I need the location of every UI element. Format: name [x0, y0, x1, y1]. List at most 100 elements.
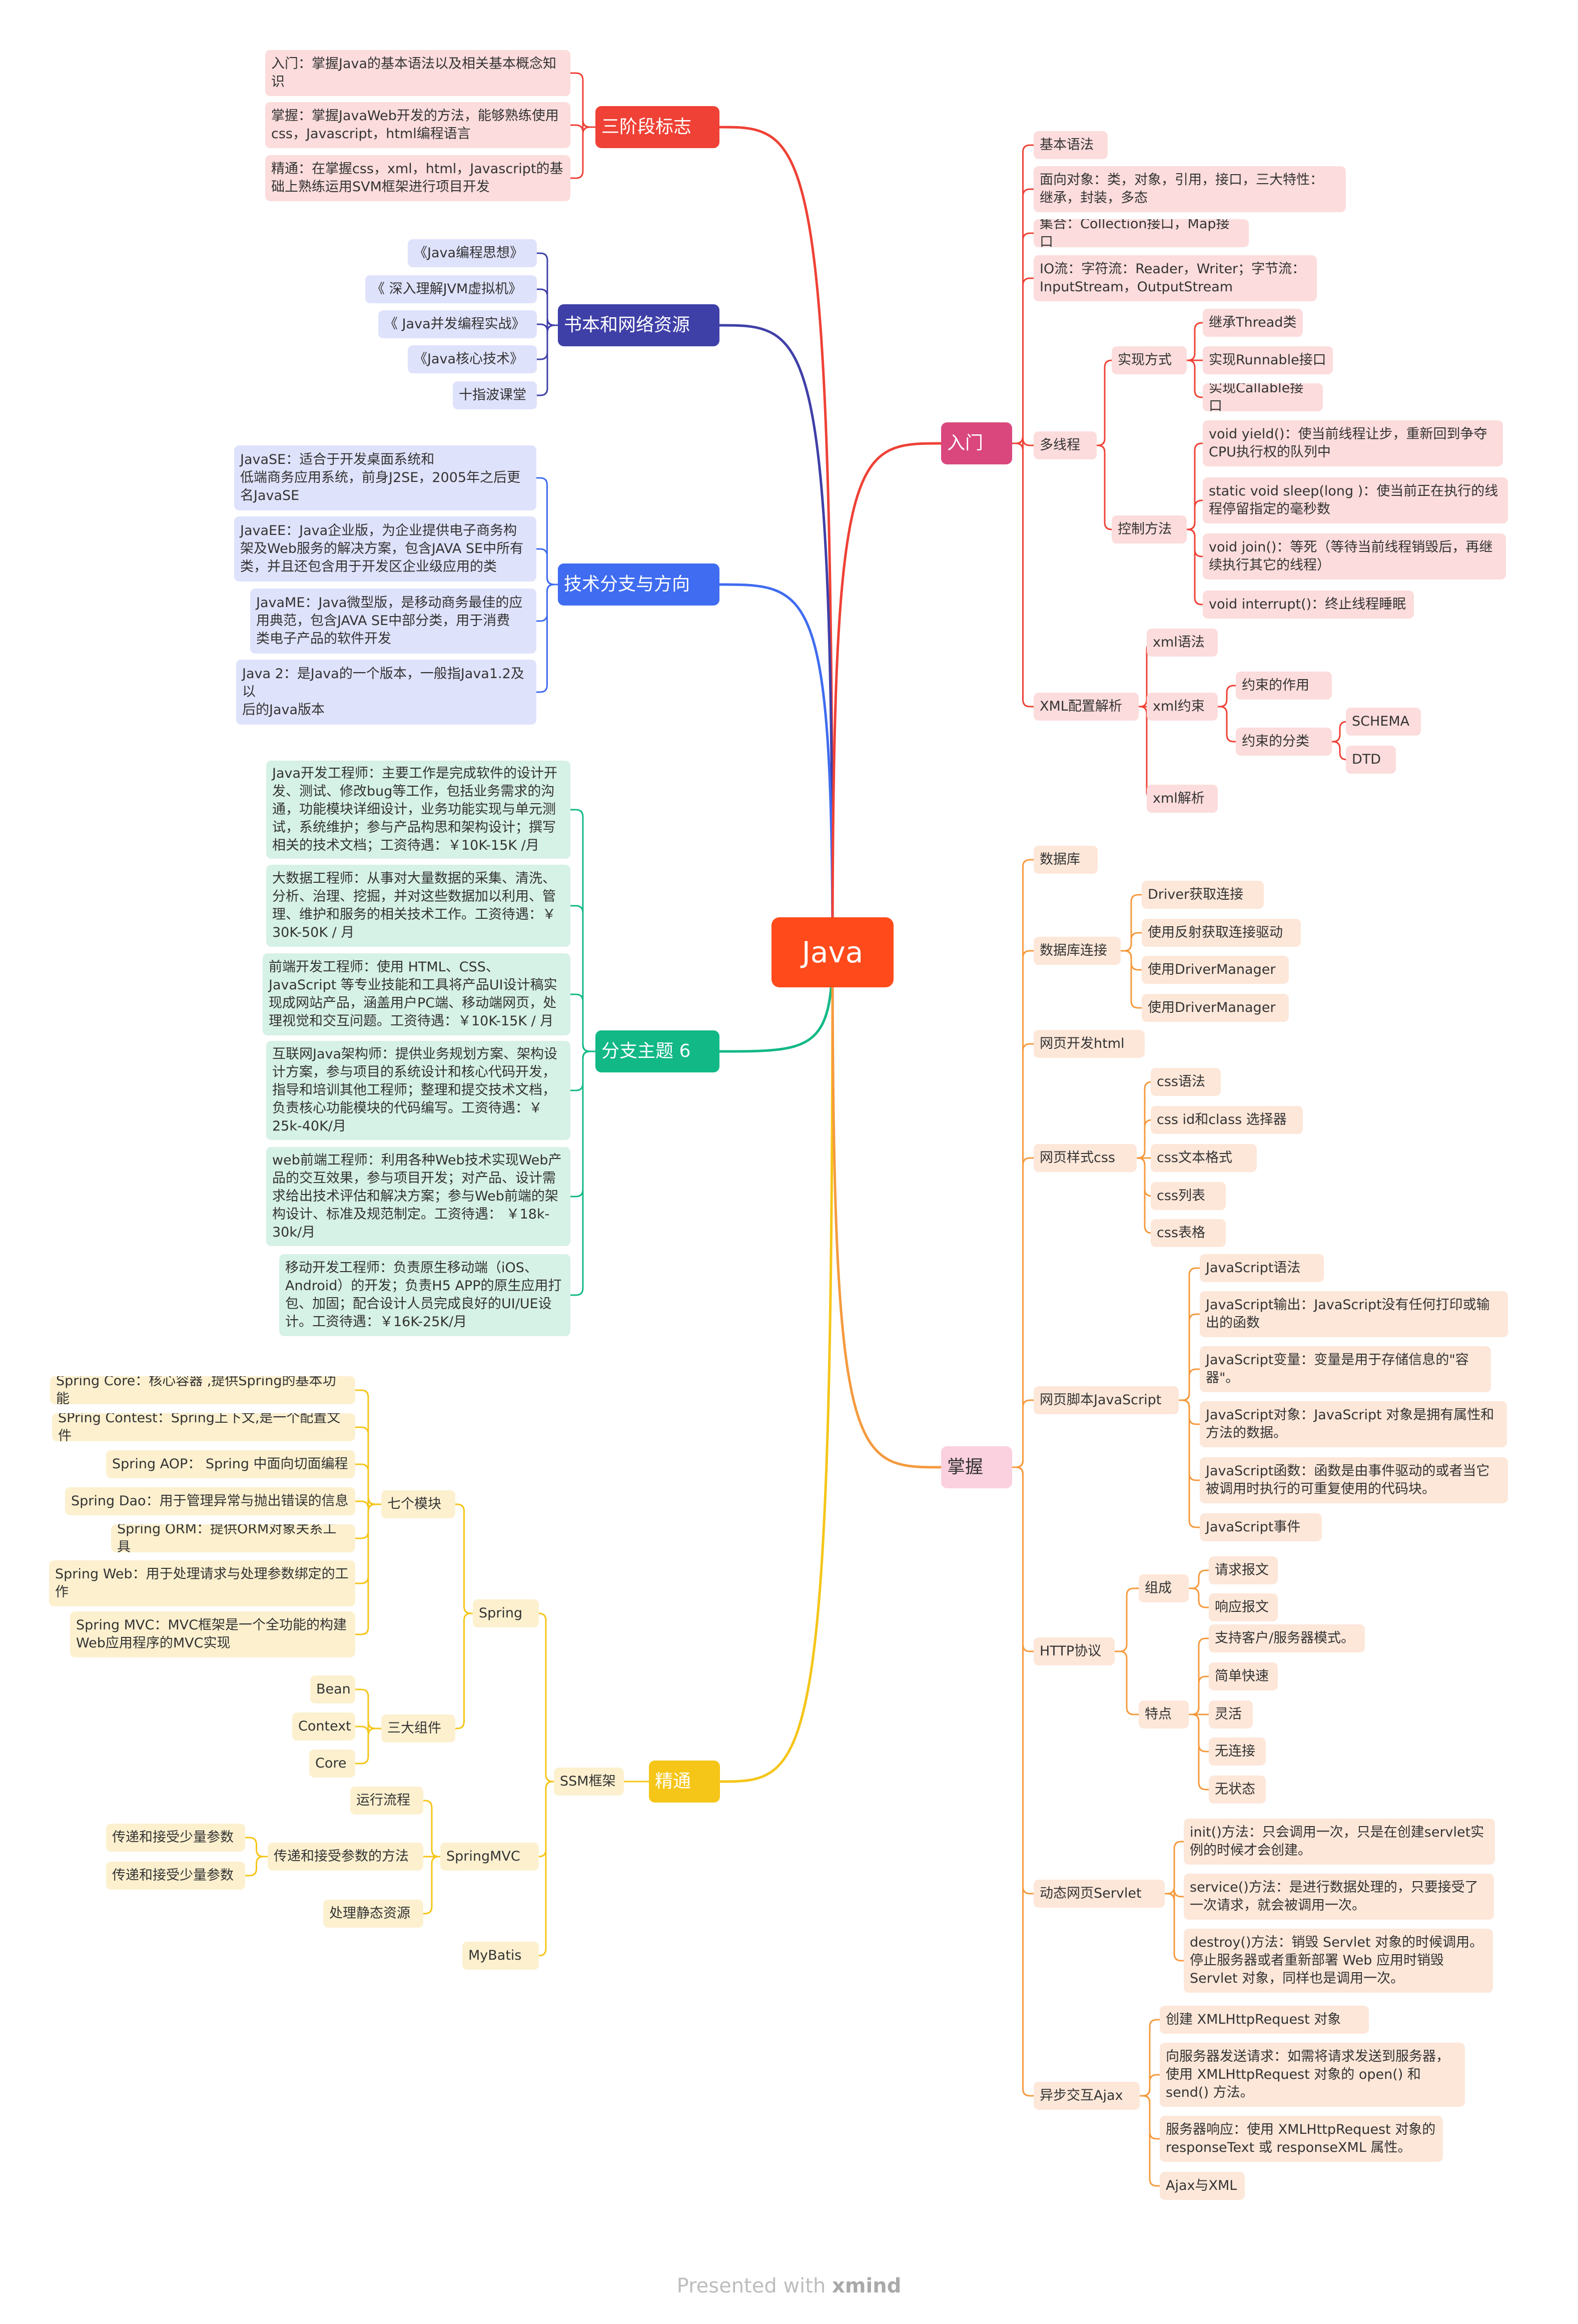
node-books-3[interactable]: 《 Java并发编程实战》	[378, 310, 537, 338]
node-sub6[interactable]: 分支主题 6	[595, 1030, 719, 1072]
node-ssm[interactable]: SSM框架	[554, 1768, 624, 1796]
node-mybatis[interactable]: MyBatis	[462, 1942, 539, 1970]
node-ajax-2[interactable]: 向服务器发送请求：如需将请求发送到服务器， 使用 XMLHttpRequest …	[1160, 2043, 1465, 2107]
node-grasp[interactable]: 掌握	[941, 1446, 1012, 1488]
node-smvc-3[interactable]: 处理静态资源	[323, 1900, 423, 1928]
node-sub6-1[interactable]: Java开发工程师：主要工作是完成软件的设计开 发、测试、修改bug等工作，包括…	[266, 761, 570, 859]
node-smvc-1[interactable]: 运行流程	[350, 1787, 423, 1815]
node-seven-2[interactable]: SPring Contest：Spring上下文,是一个配置文件	[52, 1413, 355, 1441]
node-intro-1[interactable]: 基本语法	[1034, 131, 1108, 159]
node-stage-3[interactable]: 精通：在掌握css，xml，html，Javascript的基 础上熟练运用SV…	[265, 155, 570, 201]
node-smvc-2[interactable]: 传递和接受参数的方法	[268, 1843, 423, 1871]
node-css-5[interactable]: css表格	[1151, 1219, 1226, 1247]
node-dbc-1[interactable]: Driver获取连接	[1142, 881, 1264, 909]
node-mt-impl-2[interactable]: 实现Runnable接口	[1203, 346, 1333, 374]
node-xml-1[interactable]: xml语法	[1147, 629, 1218, 657]
node-branch-3[interactable]: JavaME：Java微型版，是移动商务最佳的应 用典范，包含JAVA SE中部…	[250, 589, 536, 654]
node-xml[interactable]: XML配置解析	[1034, 693, 1139, 721]
node-branch-1[interactable]: JavaSE：适合于开发桌面系统和 低端商务应用系统，前身J2SE，2005年之…	[234, 445, 536, 510]
node-js-3[interactable]: JavaScript变量：变量是用于存储信息的"容 器"。	[1200, 1346, 1491, 1392]
node-seven-5[interactable]: Spring ORM：提供ORM对象关系工具	[111, 1524, 355, 1552]
node-books[interactable]: 书本和网络资源	[558, 304, 719, 346]
node-xml-2b2[interactable]: DTD	[1346, 746, 1396, 774]
node-http-f[interactable]: 特点	[1139, 1700, 1189, 1728]
node-mt-ctrl-4[interactable]: void interrupt()：终止线程睡眠	[1203, 591, 1414, 619]
node-mt-ctrl-3[interactable]: void join()：等死（等待当前线程销毁后，再继 续执行其它的线程）	[1203, 533, 1506, 579]
node-stage-2[interactable]: 掌握：掌握JavaWeb开发的方法，能够熟练使用 css，Javascript，…	[265, 102, 570, 148]
node-css-3[interactable]: css文本格式	[1151, 1144, 1257, 1172]
node-mt-impl[interactable]: 实现方式	[1112, 346, 1187, 374]
node-js-5[interactable]: JavaScript函数：函数是由事件驱动的或者当它 被调用时执行的可重复使用的…	[1200, 1457, 1508, 1503]
node-css-1[interactable]: css语法	[1151, 1068, 1221, 1096]
node-seven-7[interactable]: Spring MVC：MVC框架是一个全功能的构建 Web应用程序的MVC实现	[70, 1611, 355, 1657]
node-http-f3[interactable]: 灵活	[1209, 1700, 1253, 1728]
node-js-1[interactable]: JavaScript语法	[1200, 1254, 1324, 1282]
node-intro-4[interactable]: IO流：字符流：Reader，Writer；字节流： InputStream，O…	[1034, 255, 1317, 301]
node-http-c2[interactable]: 响应报文	[1209, 1593, 1278, 1621]
node-root[interactable]: Java	[771, 917, 894, 987]
node-seven-6[interactable]: Spring Web：用于处理请求与处理参数绑定的工 作	[49, 1560, 355, 1606]
node-mt-ctrl-1[interactable]: void yield()：使当前线程让步，重新回到争夺 CPU执行权的队列中	[1203, 420, 1503, 466]
node-mt-ctrl-2[interactable]: static void sleep(long )：使当前正在执行的线 程停留指定…	[1203, 477, 1508, 523]
node-http-c[interactable]: 组成	[1139, 1574, 1189, 1602]
node-http-f4[interactable]: 无连接	[1209, 1737, 1266, 1766]
node-stage-1[interactable]: 入门：掌握Java的基本语法以及相关基本概念知 识	[265, 50, 570, 96]
node-dbc-3[interactable]: 使用DriverManager	[1142, 956, 1289, 984]
node-seven-3[interactable]: Spring AOP： Spring 中面向切面编程	[106, 1450, 355, 1478]
node-three-2[interactable]: Context	[292, 1712, 355, 1740]
node-smvc-2a[interactable]: 传递和接受少量参数	[106, 1824, 245, 1852]
node-js-6[interactable]: JavaScript事件	[1200, 1513, 1322, 1541]
node-mt-impl-3[interactable]: 实现Callable接口	[1203, 383, 1323, 411]
node-seven-4[interactable]: Spring Dao：用于管理异常与抛出错误的信息	[65, 1487, 355, 1515]
node-dbc[interactable]: 数据库连接	[1034, 937, 1121, 965]
node-css[interactable]: 网页样式css	[1034, 1144, 1137, 1172]
node-intro-2[interactable]: 面向对象：类，对象，引用，接口，三大特性： 继承，封装，多态	[1034, 166, 1346, 212]
node-servlet-3[interactable]: destroy()方法：销毁 Servlet 对象的时候调用。 停止服务器或者重…	[1184, 1929, 1493, 1993]
node-sub6-2[interactable]: 大数据工程师：从事对大量数据的采集、清洗、 分析、治理、挖掘，并对这些数据加以利…	[266, 865, 570, 947]
node-xml-2[interactable]: xml约束	[1147, 693, 1218, 721]
node-stage[interactable]: 三阶段标志	[595, 106, 719, 148]
node-intro[interactable]: 入门	[941, 422, 1012, 464]
node-http[interactable]: HTTP协议	[1034, 1637, 1115, 1665]
node-dbc-4[interactable]: 使用DriverManager	[1142, 994, 1289, 1022]
node-http-f2[interactable]: 简单快速	[1209, 1662, 1278, 1690]
node-seven-1[interactable]: Spring Core：核心容器 ,提供Spring的基本功能	[50, 1376, 355, 1404]
node-mt-impl-1[interactable]: 继承Thread类	[1203, 309, 1303, 337]
node-servlet[interactable]: 动态网页Servlet	[1034, 1880, 1165, 1908]
node-http-f5[interactable]: 无状态	[1209, 1776, 1266, 1804]
node-books-4[interactable]: 《Java核心技术》	[408, 345, 537, 373]
node-sub6-6[interactable]: 移动开发工程师：负责原生移动端（iOS、 Android）的开发；负责H5 AP…	[279, 1254, 570, 1336]
node-ajax-1[interactable]: 创建 XMLHttpRequest 对象	[1160, 2006, 1369, 2034]
node-html[interactable]: 网页开发html	[1034, 1030, 1145, 1058]
node-js[interactable]: 网页脚本JavaScript	[1034, 1386, 1179, 1414]
node-js-4[interactable]: JavaScript对象：JavaScript 对象是拥有属性和 方法的数据。	[1200, 1401, 1507, 1447]
node-three[interactable]: 三大组件	[381, 1714, 455, 1742]
node-mt[interactable]: 多线程	[1034, 431, 1097, 459]
node-http-c1[interactable]: 请求报文	[1209, 1556, 1278, 1584]
node-sub6-4[interactable]: 互联网Java架构师：提供业务规划方案、架构设 计方案，参与项目的系统设计和核心…	[266, 1041, 570, 1140]
node-dbc-2[interactable]: 使用反射获取连接驱动	[1142, 919, 1301, 947]
node-sub6-5[interactable]: web前端工程师：利用各种Web技术实现Web产 品的交互效果，参与项目开发；对…	[266, 1147, 570, 1246]
node-css-4[interactable]: css列表	[1151, 1182, 1226, 1210]
node-smvc[interactable]: SpringMVC	[440, 1843, 539, 1871]
node-master[interactable]: 精通	[649, 1761, 720, 1803]
node-xml-2a[interactable]: 约束的作用	[1236, 672, 1332, 700]
node-branch[interactable]: 技术分支与方向	[558, 563, 719, 606]
node-three-3[interactable]: Core	[309, 1750, 355, 1778]
node-branch-4[interactable]: Java 2：是Java的一个版本，一般指Java1.2及 以 后的Java版本	[236, 660, 536, 725]
node-ajax-4[interactable]: Ajax与XML	[1160, 2172, 1245, 2200]
node-branch-2[interactable]: JavaEE：Java企业版，为企业提供电子商务构 架及Web服务的解决方案，包…	[234, 516, 536, 582]
node-three-1[interactable]: Bean	[310, 1675, 355, 1703]
node-db[interactable]: 数据库	[1034, 846, 1098, 874]
node-servlet-2[interactable]: service()方法：是进行数据处理的，只要接受了 一次请求，就会被调用一次。	[1184, 1874, 1494, 1920]
node-books-5[interactable]: 十指波课堂	[453, 381, 537, 409]
node-xml-2b1[interactable]: SCHEMA	[1346, 708, 1421, 736]
node-intro-3[interactable]: 集合：Collection接口，Map接口	[1034, 219, 1249, 247]
node-xml-2b[interactable]: 约束的分类	[1236, 728, 1332, 756]
node-sub6-3[interactable]: 前端开发工程师：使用 HTML、CSS、 JavaScript 等专业技能和工具…	[263, 953, 570, 1035]
node-ajax-3[interactable]: 服务器响应：使用 XMLHttpRequest 对象的 responseText…	[1160, 2116, 1443, 2162]
node-books-2[interactable]: 《 深入理解JVM虚拟机》	[365, 275, 537, 303]
node-css-2[interactable]: css id和class 选择器	[1151, 1106, 1303, 1134]
node-mt-ctrl[interactable]: 控制方法	[1112, 515, 1187, 543]
node-ajax[interactable]: 异步交互Ajax	[1034, 2082, 1140, 2110]
